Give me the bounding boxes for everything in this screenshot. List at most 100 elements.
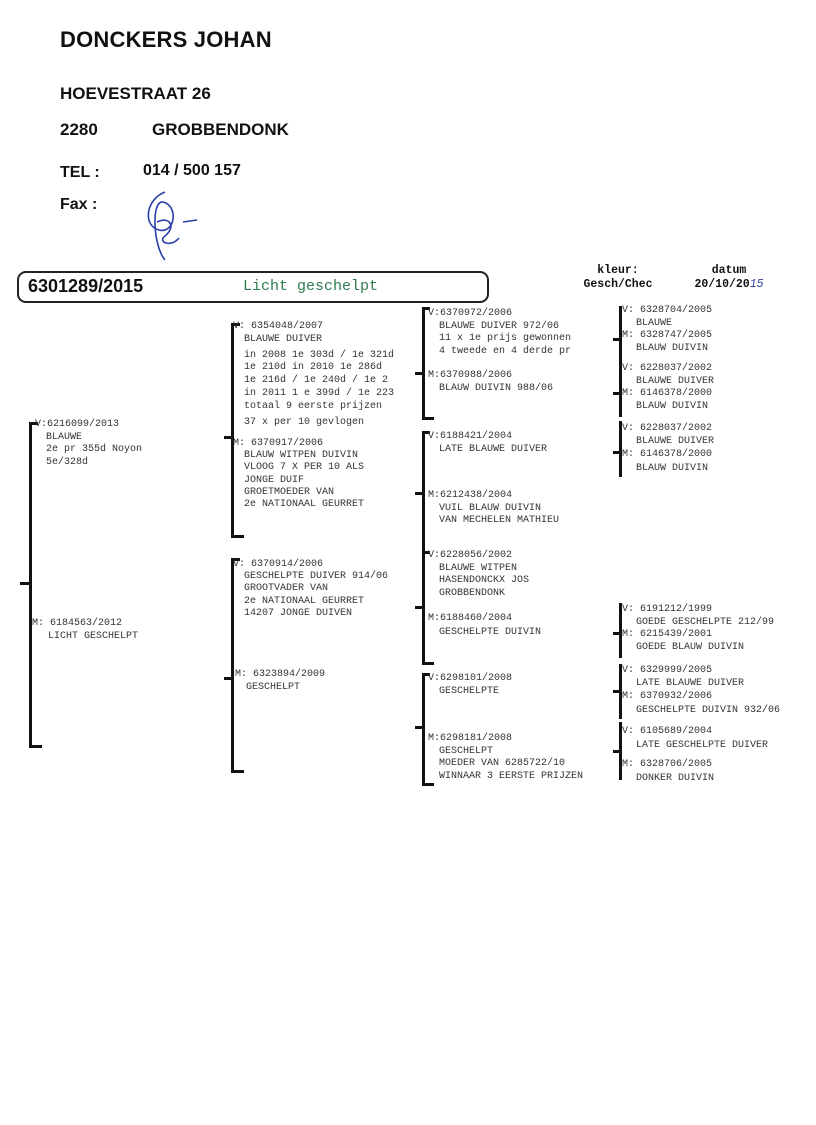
entry-line: BLAUW DUIVIN 988/06 bbox=[439, 382, 554, 394]
fmf-entry: V:6188421/2004 LATE BLAUWE DUIVER bbox=[428, 431, 547, 456]
datum-value: 20/10/20 bbox=[694, 278, 750, 291]
entry-line: VLOOG 7 X PER 10 ALS bbox=[244, 462, 365, 474]
ring-number: M: 6184563/2012 bbox=[32, 618, 123, 629]
subject-color: Licht geschelpt bbox=[243, 278, 379, 295]
entry-line: GESCHELPTE DUIVIN bbox=[439, 627, 542, 638]
entry-line: BLAUWE DUIVER bbox=[636, 375, 715, 387]
entry-line: 2e NATIONAAL GEURRET bbox=[244, 499, 365, 511]
datum-label: datum bbox=[711, 264, 747, 277]
owner-postcode: 2280 bbox=[60, 120, 98, 139]
ring-number: V: 6328704/2005 bbox=[622, 305, 713, 316]
fmm-entry: M:6212438/2004 VUIL BLAUW DUIVIN VAN MEC… bbox=[428, 490, 559, 528]
ring-number: M:6212438/2004 bbox=[428, 490, 513, 501]
mother-entry: M: 6184563/2012 LICHT GESCHELPT bbox=[32, 618, 138, 643]
kleur-value: Gesch/Chec bbox=[583, 278, 653, 291]
entry-line: WINNAAR 3 EERSTE PRIJZEN bbox=[439, 770, 584, 782]
entry-line: in 2011 1 e 399d / 1e 223 bbox=[244, 387, 395, 399]
ring-number: V:6216099/2013 bbox=[35, 419, 120, 430]
ring-number: V: 6228037/2002 bbox=[622, 423, 713, 434]
datum-handwritten: 15 bbox=[749, 278, 764, 291]
tel-label: TEL : bbox=[60, 164, 100, 181]
entry-line: GROETMOEDER VAN bbox=[244, 486, 335, 498]
entry-line: LATE BLAUWE DUIVER bbox=[439, 443, 548, 455]
entry-line: 1e 216d / 1e 240d / 1e 2 bbox=[244, 375, 389, 387]
subject-ring: 6301289/2015 bbox=[28, 276, 144, 296]
ring-number: M:6298181/2008 bbox=[428, 733, 513, 744]
entry-line: in 2008 1e 303d / 1e 321d bbox=[244, 349, 395, 361]
entry-line: 4 tweede en 4 derde pr bbox=[439, 345, 572, 357]
entry-line: 37 x per 10 gevlogen bbox=[244, 416, 365, 428]
entry-line: BLAUWE DUIVER bbox=[244, 333, 323, 345]
owner-city: GROBBENDONK bbox=[152, 120, 289, 139]
kleur-block: kleur: Gesch/Chec bbox=[578, 264, 658, 292]
mm-entry: M: 6323894/2009 GESCHELPT bbox=[235, 669, 325, 694]
entry-line: 14207 JONGE DUIVEN bbox=[244, 607, 353, 619]
entry-line: VUIL BLAUW DUIVIN bbox=[439, 502, 542, 514]
ring-number: M: 6323894/2009 bbox=[235, 669, 326, 680]
father-entry: V:6216099/2013 BLAUWE 2e pr 355d Noyon 5… bbox=[35, 419, 142, 469]
ring-number: M: 6146378/2000 bbox=[622, 388, 713, 399]
entry-line: GESCHELPTE DUIVIN 932/06 bbox=[636, 704, 781, 716]
owner-name: DONCKERS JOHAN bbox=[60, 27, 272, 52]
entry-line: BLAUWE bbox=[636, 317, 673, 329]
entry-line: GROOTVADER VAN bbox=[244, 583, 329, 595]
ring-number: M: 6370932/2006 bbox=[622, 691, 713, 702]
entry-line: BLAUW DUIVIN bbox=[636, 463, 709, 474]
entry-line: GOEDE GESCHELPTE 212/99 bbox=[636, 616, 775, 628]
entry-line: GROBBENDONK bbox=[439, 587, 506, 599]
owner-street: HOEVESTRAAT 26 bbox=[60, 84, 211, 103]
ring-number: V: 6329999/2005 bbox=[622, 665, 713, 676]
entry-line: BLAUW DUIVIN bbox=[636, 400, 709, 412]
ring-number: V: 6228037/2002 bbox=[622, 363, 713, 374]
fm-entry: M: 6370917/2006 BLAUW WITPEN DUIVIN VLOO… bbox=[233, 438, 364, 511]
ring-number: V: 6191212/1999 bbox=[622, 604, 713, 615]
entry-line: LATE BLAUWE DUIVER bbox=[636, 677, 745, 689]
entry-line: GESCHELPT bbox=[246, 681, 301, 693]
entry-line: BLAUWE bbox=[46, 431, 83, 443]
entry-line: MOEDER VAN 6285722/10 bbox=[439, 758, 566, 770]
ring-number: V:6228056/2002 bbox=[428, 550, 513, 561]
mf-entry: V: 6370914/2006 GESCHELPTE DUIVER 914/06… bbox=[233, 559, 388, 620]
ring-number: M: 6328706/2005 bbox=[622, 759, 713, 770]
ring-number: V: 6105689/2004 bbox=[622, 726, 713, 737]
fax-label: Fax : bbox=[60, 196, 98, 213]
entry-line: GOEDE BLAUW DUIVIN bbox=[636, 641, 745, 653]
ring-number: M:6370988/2006 bbox=[428, 370, 513, 381]
ring-number: M:6188460/2004 bbox=[428, 613, 513, 624]
entry-line: BLAUW DUIVIN bbox=[636, 342, 709, 354]
tel-number: 014 / 500 157 bbox=[143, 162, 241, 179]
entry-line: totaal 9 eerste prijzen bbox=[244, 400, 383, 412]
ring-number: V:6298101/2008 bbox=[428, 673, 513, 684]
entry-line: BLAUW WITPEN DUIVIN bbox=[244, 450, 359, 462]
ring-number: M: 6146378/2000 bbox=[622, 449, 713, 460]
fff-entry: V:6370972/2006 BLAUWE DUIVER 972/06 11 x… bbox=[428, 308, 571, 358]
entry-line: 2e NATIONAAL GEURRET bbox=[244, 595, 365, 607]
ring-number: V: 6354048/2007 bbox=[233, 321, 324, 332]
entry-line: JONGE DUIF bbox=[244, 474, 305, 486]
entry-line: DONKER DUIVIN bbox=[636, 773, 715, 784]
ffm-entry: M:6370988/2006 BLAUW DUIVIN 988/06 bbox=[428, 370, 553, 395]
signature bbox=[147, 191, 198, 261]
mmf-entry: V:6298101/2008 GESCHELPTE bbox=[428, 673, 512, 698]
entry-line: 1e 210d in 2010 1e 286d bbox=[244, 362, 383, 374]
ring-number: V:6188421/2004 bbox=[428, 431, 513, 442]
mmm-entry: M:6298181/2008 GESCHELPT MOEDER VAN 6285… bbox=[428, 733, 583, 783]
ring-number: M: 6370917/2006 bbox=[233, 438, 324, 449]
ring-number: M: 6328747/2005 bbox=[622, 330, 713, 341]
entry-line: GESCHELPTE bbox=[439, 685, 500, 697]
entry-line: BLAUWE WITPEN bbox=[439, 562, 518, 574]
entry-line: VAN MECHELEN MATHIEU bbox=[439, 515, 560, 527]
entry-line: BLAUWE DUIVER bbox=[636, 435, 715, 447]
